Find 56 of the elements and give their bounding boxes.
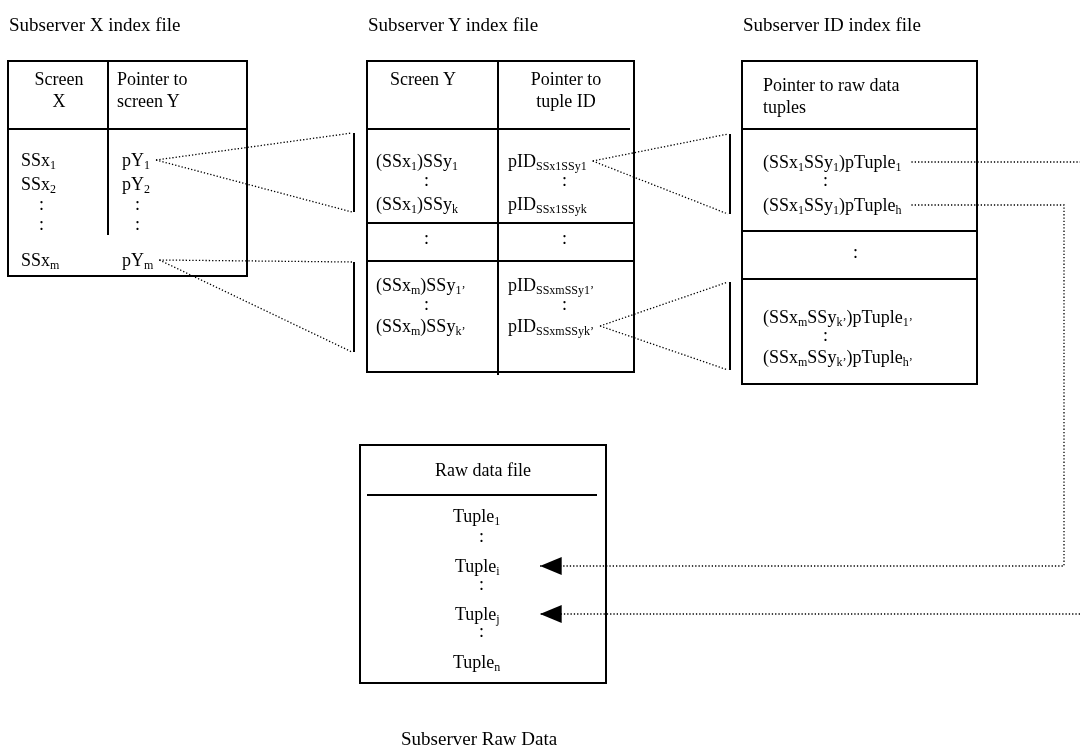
continuation-dots: : — [562, 170, 567, 190]
column-header: Raw data file — [361, 459, 605, 481]
continuation-dots: : — [424, 170, 429, 190]
leader-line — [158, 259, 353, 263]
leader-line — [155, 159, 353, 213]
table-entry: Tuple$_{i}$ — [455, 556, 500, 576]
table-entry: pY$_{m}$ — [122, 250, 154, 270]
table-entry: Tuple$_{n}$ — [453, 652, 501, 672]
column-header: Pointer to raw data tuples — [763, 74, 913, 118]
table-title: Subserver ID index file — [743, 14, 921, 36]
leader-line — [592, 160, 729, 215]
table-entry: pID$_{SSxmSSy1’}$ — [508, 275, 595, 295]
table-title: Subserver X index file — [9, 14, 181, 36]
table-entry: pY$_{2}$ — [122, 174, 150, 194]
continuation-dots: : — [562, 228, 567, 248]
leader-line — [599, 325, 729, 371]
leader-line — [158, 259, 353, 353]
continuation-dots: : — [479, 574, 484, 594]
leader-line — [910, 161, 1081, 163]
table-entry: Tuple$_{1}$ — [453, 506, 501, 526]
table-entry: (SSx$_{1}$SSy$_{1}$)pTuple$_{1}$ — [763, 152, 902, 172]
column-header: Screen Y — [388, 68, 458, 90]
table-entry: (SSx$_{1}$)SSy$_{1}$ — [376, 151, 459, 171]
continuation-dots: : — [823, 325, 828, 345]
table-entry: pID$_{SSxmSSyk’}$ — [508, 316, 595, 336]
table-entry: (SSx$_{m}$)SSy$_{k’}$ — [376, 316, 466, 336]
continuation-dots: : — [562, 294, 567, 314]
continuation-dots: : — [424, 228, 429, 248]
continuation-dots: : — [424, 294, 429, 314]
table-entry: (SSx$_{m}$SSy$_{k’}$)pTuple$_{h’}$ — [763, 347, 913, 367]
table-entry: (SSx$_{m}$)SSy$_{1’}$ — [376, 275, 466, 295]
table-entry: (SSx$_{1}$)SSy$_{k}$ — [376, 194, 459, 214]
pointer-arrow — [539, 605, 1081, 623]
leader-line — [592, 133, 729, 162]
table-entry: (SSx$_{1}$SSy$_{1}$)pTuple$_{h}$ — [763, 195, 902, 215]
table-entry: (SSx$_{m}$SSy$_{k’}$)pTuple$_{1’}$ — [763, 307, 913, 327]
table-entry: SSx$_{1}$ — [21, 150, 57, 170]
continuation-dots: : — [39, 214, 44, 234]
continuation-dots: : — [135, 214, 140, 234]
table-entry: pY$_{1}$ — [122, 150, 150, 170]
continuation-dots: : — [479, 526, 484, 546]
continuation-dots: : — [853, 242, 858, 262]
table-entry: pID$_{SSx1SSy1}$ — [508, 151, 587, 171]
table-entry: SSx$_{m}$ — [21, 250, 60, 270]
column-header: Screen X — [31, 68, 87, 112]
table-title: Subserver Raw Data — [401, 728, 558, 749]
table-title: Subserver Y index file — [368, 14, 539, 36]
table-entry: pID$_{SSx1SSyk}$ — [508, 194, 587, 214]
table-entry: Tuple$_{j}$ — [455, 604, 500, 624]
column-header: Pointer to screen Y — [117, 68, 217, 112]
pointer-arrow — [539, 204, 1065, 575]
continuation-dots: : — [39, 194, 44, 214]
continuation-dots: : — [479, 621, 484, 641]
table-entry: SSx$_{2}$ — [21, 174, 57, 194]
column-header: Pointer to tuple ID — [516, 68, 616, 112]
continuation-dots: : — [135, 194, 140, 214]
